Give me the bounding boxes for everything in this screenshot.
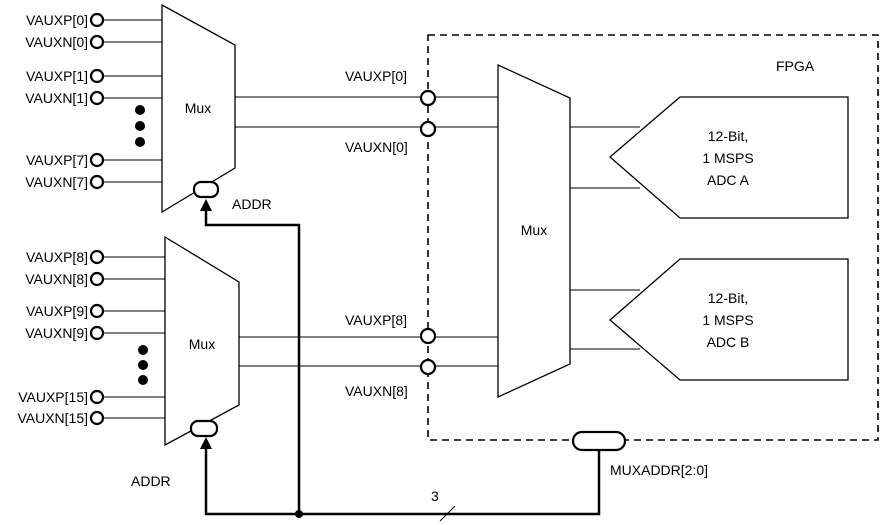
fpga-pin-vauxn8 bbox=[419, 358, 437, 376]
fpga-pin-label: VAUXN[0] bbox=[345, 139, 408, 155]
bottom-addr-arrow bbox=[200, 437, 212, 449]
top-mux-addr-port bbox=[192, 180, 220, 199]
adc-b bbox=[609, 258, 849, 381]
pin-label: VAUXP[15] bbox=[18, 389, 88, 405]
fpga-pin-label: VAUXP[0] bbox=[345, 68, 407, 84]
muxaddr-label: MUXADDR[2:0] bbox=[610, 462, 708, 478]
pin-label: VAUXN[7] bbox=[25, 174, 88, 190]
fpga-label: FPGA bbox=[776, 58, 815, 74]
top-mux-addr-label: ADDR bbox=[232, 196, 272, 212]
fpga-pin-vauxp0 bbox=[419, 89, 437, 107]
pin-vauxp15-circle bbox=[89, 389, 105, 405]
pin-label: VAUXN[15] bbox=[17, 410, 88, 426]
adc-b-line-2: 1 MSPS bbox=[702, 312, 753, 328]
ellipsis-dot bbox=[138, 360, 148, 370]
bus-width-label: 3 bbox=[431, 488, 439, 504]
pin-label: VAUXP[9] bbox=[26, 303, 88, 319]
adc-a bbox=[609, 96, 849, 219]
adc-b-line-3: ADC B bbox=[707, 334, 750, 350]
pin-label: VAUXP[8] bbox=[26, 249, 88, 265]
top-mux-label: Mux bbox=[185, 100, 211, 116]
pin-vauxn1-circle bbox=[89, 90, 105, 106]
ellipsis-dot bbox=[138, 375, 148, 385]
pin-vauxn8-circle bbox=[89, 271, 105, 287]
pin-label: VAUXN[8] bbox=[25, 271, 88, 287]
muxaddr-port bbox=[571, 430, 627, 452]
bottom-mux-input-wires bbox=[103, 256, 165, 419]
pin-label: VAUXN[1] bbox=[25, 90, 88, 106]
bottom-mux-addr-label: ADDR bbox=[131, 473, 171, 489]
pin-vauxp9-circle bbox=[89, 303, 105, 319]
address-bus bbox=[200, 199, 601, 522]
ellipsis-dot bbox=[135, 137, 145, 147]
fpga-boundary bbox=[427, 34, 879, 441]
fpga-pin-label: VAUXP[8] bbox=[345, 312, 407, 328]
pin-label: VAUXP[1] bbox=[26, 68, 88, 84]
pin-vauxp0-circle bbox=[89, 12, 105, 28]
mux-to-adc-wires bbox=[570, 126, 640, 350]
analog-signal-wires bbox=[235, 96, 498, 367]
top-pin-group: VAUXP[0] VAUXN[0] VAUXP[1] VAUXN[1] VAUX… bbox=[25, 12, 145, 190]
top-mux bbox=[161, 3, 236, 214]
pin-label: VAUXN[0] bbox=[25, 34, 88, 50]
adc-b-line-1: 12-Bit, bbox=[708, 290, 748, 306]
pin-vauxn9-circle bbox=[89, 325, 105, 341]
pin-vauxn7-circle bbox=[89, 174, 105, 190]
bottom-mux bbox=[164, 235, 240, 447]
pin-label: VAUXP[0] bbox=[26, 12, 88, 28]
fpga-pin-label: VAUXN[8] bbox=[345, 383, 408, 399]
ellipsis-dot bbox=[138, 345, 148, 355]
ellipsis-dot bbox=[135, 121, 145, 131]
fpga-pin-vauxn0 bbox=[419, 120, 437, 138]
bottom-mux-label: Mux bbox=[189, 336, 215, 352]
fpga-pin-vauxp8 bbox=[419, 327, 437, 345]
pin-label: VAUXN[9] bbox=[25, 325, 88, 341]
fpga-mux bbox=[497, 63, 571, 399]
pin-vauxp1-circle bbox=[89, 68, 105, 84]
bus-junction-dot bbox=[295, 510, 303, 518]
pin-vauxn15-circle bbox=[89, 410, 105, 426]
bottom-pin-group: VAUXP[8] VAUXN[8] VAUXP[9] VAUXN[9] VAUX… bbox=[17, 249, 148, 426]
pin-vauxn0-circle bbox=[89, 34, 105, 50]
bus-width-slash bbox=[439, 505, 456, 522]
bottom-mux-addr-port bbox=[189, 419, 219, 438]
adc-a-line-3: ADC A bbox=[707, 172, 750, 188]
top-addr-arrow bbox=[200, 199, 212, 211]
pin-vauxp7-circle bbox=[89, 152, 105, 168]
adc-a-line-2: 1 MSPS bbox=[702, 150, 753, 166]
top-mux-input-wires bbox=[103, 19, 162, 183]
pin-label: VAUXP[7] bbox=[26, 152, 88, 168]
ellipsis-dot bbox=[135, 105, 145, 115]
pin-vauxp8-circle bbox=[89, 249, 105, 265]
adc-a-line-1: 12-Bit, bbox=[708, 128, 748, 144]
fpga-mux-label: Mux bbox=[521, 222, 547, 238]
